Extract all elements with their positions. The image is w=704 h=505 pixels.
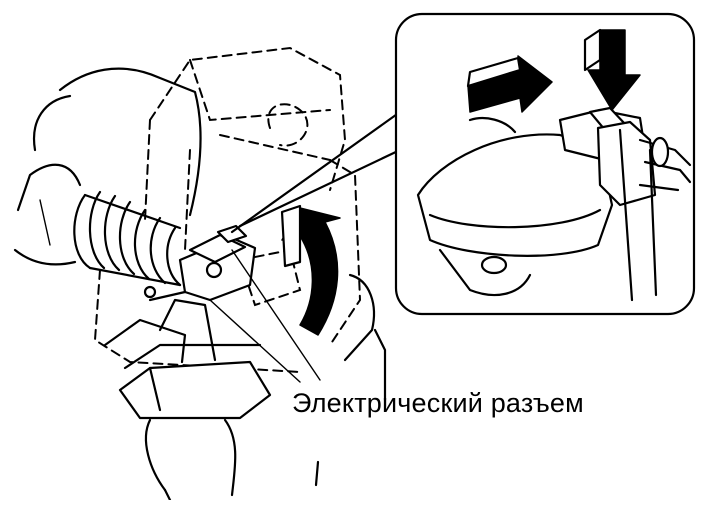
detail-inset xyxy=(394,12,696,316)
electrical-connector xyxy=(558,106,692,302)
air-hose xyxy=(73,190,182,287)
rotate-arrow-icon xyxy=(280,204,341,336)
callout-lines xyxy=(209,110,402,383)
mounting-bracket xyxy=(103,318,320,502)
engine-assembly xyxy=(13,46,387,502)
press-arrow-icon xyxy=(583,28,641,111)
sensor-body xyxy=(143,224,257,362)
electrical-connector-label: Электрический разъем xyxy=(292,388,584,418)
push-arrow-icon xyxy=(466,55,553,113)
